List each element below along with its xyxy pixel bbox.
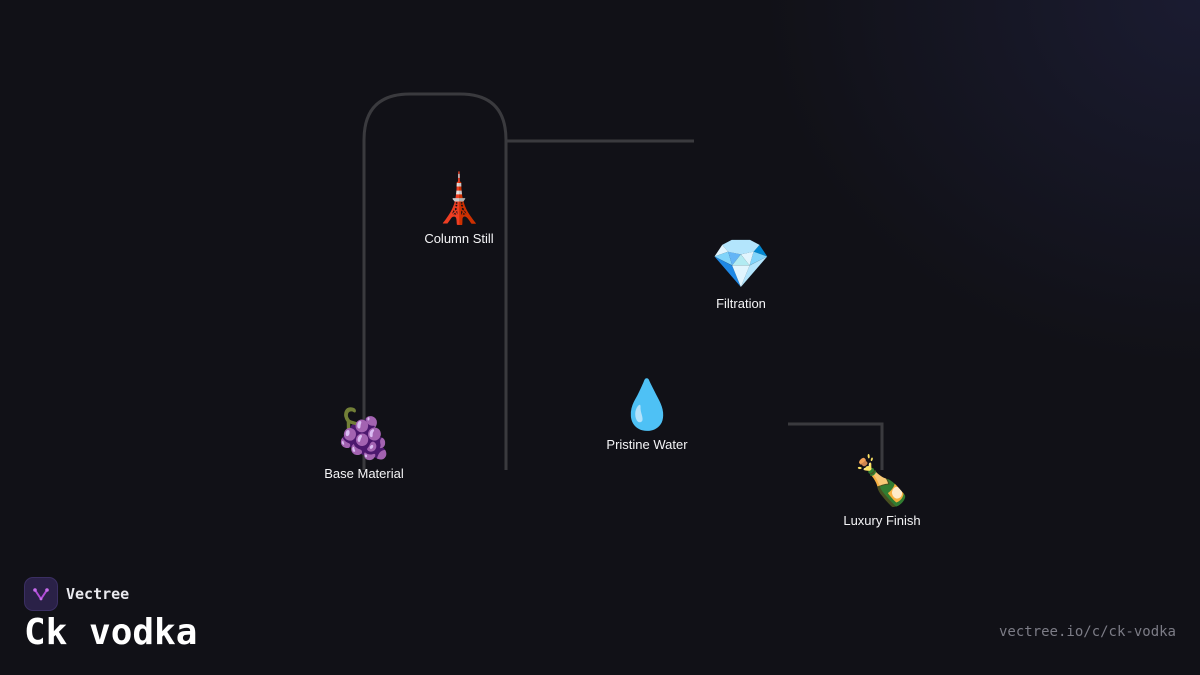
node-column-still[interactable]: 🗼 Column Still (389, 171, 529, 246)
page-title: Ck vodka (24, 612, 198, 653)
water-drop-icon: 💧 (617, 379, 677, 432)
grapes-icon: 🍇 (334, 408, 394, 461)
brand-name: Vectree (66, 585, 130, 603)
node-label: Filtration (716, 296, 766, 311)
node-pristine-water[interactable]: 💧 Pristine Water (577, 377, 717, 452)
node-luxury-finish[interactable]: 🍾 Luxury Finish (812, 453, 952, 528)
brand: Vectree (24, 577, 129, 611)
connector-base-to-still (362, 92, 508, 470)
node-label: Base Material (324, 466, 404, 481)
logo-mark (33, 588, 49, 601)
champagne-bottle-icon: 🍾 (852, 455, 912, 508)
node-base-material[interactable]: 🍇 Base Material (294, 406, 434, 481)
connector-filtration-to-finish (788, 422, 884, 470)
tower-icon: 🗼 (429, 173, 489, 226)
node-label: Luxury Finish (843, 513, 921, 528)
vectree-logo-icon (24, 577, 58, 611)
page-url[interactable]: vectree.io/c/ck-vodka (998, 624, 1176, 640)
node-label: Column Still (424, 231, 494, 246)
node-label: Pristine Water (606, 437, 688, 452)
gem-icon: 💎 (711, 238, 771, 291)
node-filtration[interactable]: 💎 Filtration (671, 236, 811, 311)
